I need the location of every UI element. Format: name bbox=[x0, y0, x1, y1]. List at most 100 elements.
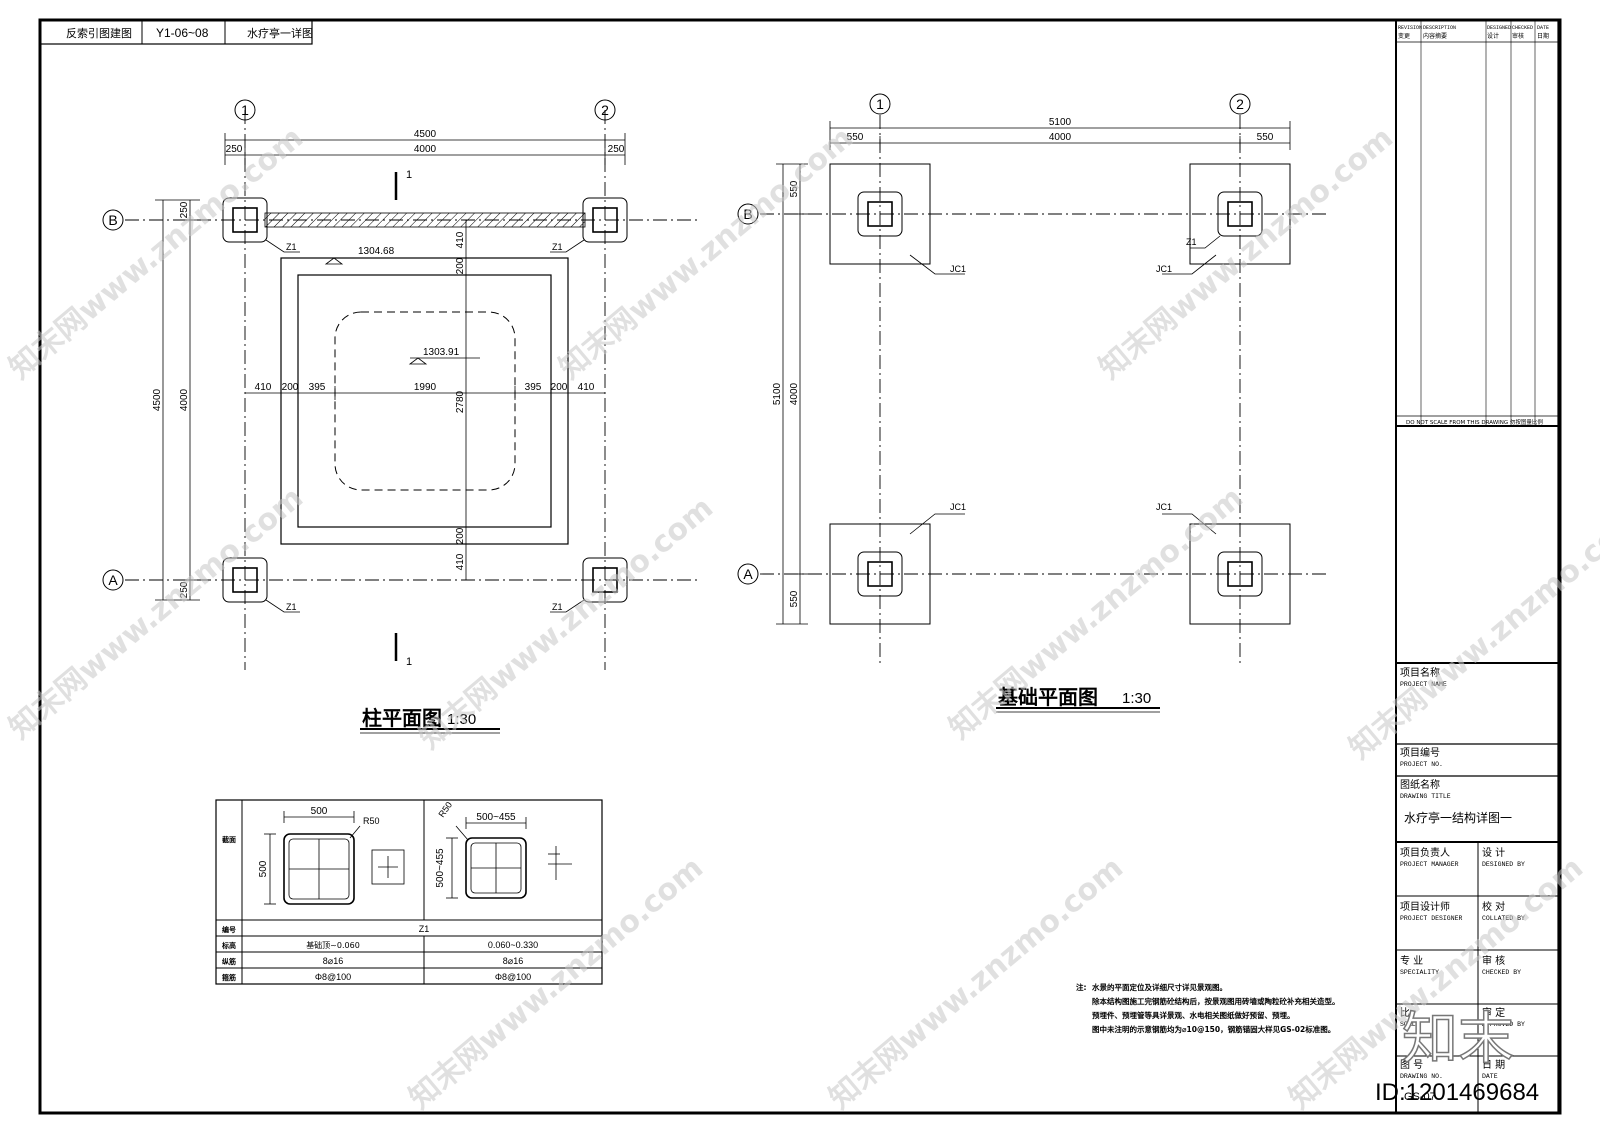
watermark-id: ID:1201469684 bbox=[1375, 1079, 1539, 1106]
watermark-text: 知末网www.znzmo.com bbox=[553, 120, 860, 386]
dim-250-left: 250 bbox=[226, 144, 243, 155]
tb-checked-cn: 审核 bbox=[1512, 32, 1524, 40]
dim-250-right: 250 bbox=[608, 144, 625, 155]
tag-z1-b2: Z1 bbox=[552, 242, 563, 252]
watermark-brand: 知末 ID:1201469684 bbox=[1375, 1006, 1539, 1106]
f-dim-v-550-bottom: 550 bbox=[789, 590, 800, 607]
foundation-plan-scale: 1:30 bbox=[1122, 690, 1151, 707]
tb-drawing-title-en: DRAWING TITLE bbox=[1400, 793, 1451, 800]
tb-scale-cn: 比 bbox=[1400, 1007, 1410, 1019]
footing-jc1-a2 bbox=[1189, 523, 1291, 625]
tb-checked-by-cn: 审 核 bbox=[1482, 954, 1505, 967]
note-line-1: 水景的平面定位及详细尺寸详见景观图。 bbox=[1092, 982, 1227, 992]
dim-v-250-top: 250 bbox=[179, 201, 190, 218]
table-row-elevation-label: 标高 bbox=[221, 941, 236, 950]
axis-label-1: 1 bbox=[241, 102, 249, 118]
axis-label-a: A bbox=[108, 572, 118, 588]
tb-pm-cn: 项目负责人 bbox=[1400, 846, 1450, 859]
f-axis-bubble-1 bbox=[869, 93, 891, 115]
watermark-text: 知末网www.znzmo.com bbox=[3, 480, 310, 746]
foundation-plan-title: 基础平面图 bbox=[998, 685, 1098, 709]
watermark-text: 知末网www.znzmo.com bbox=[3, 120, 310, 386]
tb-pd-en: PROJECT DESIGNER bbox=[1400, 915, 1463, 922]
tb-date2-en: DATE bbox=[1482, 1073, 1498, 1080]
table-row-stirrup-label: 箍筋 bbox=[222, 973, 236, 982]
tb-no-scale: DO NOT SCALE FROM THIS DRAWING 勿按图量比例 bbox=[1406, 418, 1543, 426]
foundation-plan bbox=[737, 93, 1330, 713]
f-dim-550-left: 550 bbox=[847, 132, 864, 143]
tb-pm-en: PROJECT MANAGER bbox=[1400, 861, 1459, 868]
column-z1-b1 bbox=[222, 197, 268, 243]
f-axis-bubble-b bbox=[737, 203, 759, 225]
tb-design-en: DESIGNED BY bbox=[1482, 861, 1525, 868]
axis-bubble-b bbox=[102, 209, 124, 231]
dim-v-2780: 2780 bbox=[455, 390, 466, 413]
column-schedule-labels: 截面 编号 标高 纵筋 箍筋 500 500 R50 500~455 500~4… bbox=[221, 800, 538, 982]
title-block-labels: REVISION 变更 DESCRIPTION 内容摘要 DESIGNED 设计… bbox=[1398, 25, 1549, 1103]
column-z1-a1 bbox=[222, 557, 268, 603]
table-elev-2: 0.060~0.330 bbox=[488, 940, 538, 950]
dim-h-410-left: 410 bbox=[255, 382, 272, 393]
tb-project-no-cn: 项目编号 bbox=[1400, 746, 1440, 759]
dim-v-250-bottom: 250 bbox=[179, 581, 190, 598]
tb-approved-en: APPROVED BY bbox=[1482, 1021, 1525, 1028]
f-axis-label-1: 1 bbox=[876, 96, 884, 112]
column-plan-title: 柱平面图 bbox=[362, 706, 442, 730]
footing-jc1-b1 bbox=[829, 163, 931, 265]
f-tag-jc1-b2: JC1 bbox=[1156, 264, 1172, 274]
axis-bubble-2 bbox=[594, 99, 616, 121]
tb-approved-cn: 审 定 bbox=[1482, 1006, 1505, 1019]
f-dim-v-5100: 5100 bbox=[772, 382, 783, 405]
tb-spec-cn: 专 业 bbox=[1400, 954, 1423, 967]
tag-z1-a1: Z1 bbox=[286, 602, 297, 612]
axis-label-2: 2 bbox=[601, 102, 609, 118]
column-plan-scale: 1:30 bbox=[447, 711, 476, 728]
tb-pd-cn: 项目设计师 bbox=[1400, 900, 1450, 913]
table-bar-1: 8⌀16 bbox=[323, 956, 343, 966]
sheet-border bbox=[38, 18, 1562, 1115]
section-mark-bottom: 1 bbox=[406, 656, 412, 668]
dim-v-410-top: 410 bbox=[455, 231, 466, 248]
dim-h-1990: 1990 bbox=[414, 382, 437, 393]
column-plan bbox=[102, 99, 700, 734]
tb-project-name-en: PROJECT NAME bbox=[1400, 681, 1447, 688]
sec2-width: 500~455 bbox=[476, 812, 516, 823]
sec1-radius: R50 bbox=[363, 816, 380, 826]
axis-bubble-a bbox=[102, 569, 124, 591]
note-line-2: 除本结构图施工完钢筋砼结构后，按景观图用砖墙或陶粒砼补充相关造型。 bbox=[1092, 996, 1340, 1006]
dim-h-200-right: 200 bbox=[551, 382, 568, 393]
f-dim-v-550-top: 550 bbox=[789, 180, 800, 197]
tb-drawing-no-cn: 图 号 bbox=[1400, 1059, 1423, 1071]
table-row-id-label: 编号 bbox=[222, 925, 236, 934]
f-tag-jc1-a1: JC1 bbox=[950, 502, 966, 512]
f-tag-z1: Z1 bbox=[1186, 237, 1197, 247]
table-stir-1: Φ8@100 bbox=[315, 972, 351, 982]
table-id-value: Z1 bbox=[419, 924, 430, 934]
column-z1-a2 bbox=[582, 557, 628, 603]
watermark-text: 知末网www.znzmo.com bbox=[1093, 120, 1400, 386]
dim-4000: 4000 bbox=[414, 144, 437, 155]
tb-date2-cn: 日 期 bbox=[1482, 1059, 1505, 1071]
f-axis-label-2: 2 bbox=[1236, 96, 1244, 112]
tag-z1-a2: Z1 bbox=[552, 602, 563, 612]
tb-drawing-no-en: DRAWING NO. bbox=[1400, 1073, 1443, 1080]
sec1-width: 500 bbox=[311, 806, 328, 817]
note-line-3: 预埋件、预埋管等具详景观、水电相关图纸做好预留、预埋。 bbox=[1092, 1010, 1295, 1020]
sec1-height: 500 bbox=[258, 860, 269, 877]
dim-h-395-left: 395 bbox=[309, 382, 326, 393]
foundation-plan-labels: 1 2 B A 5100 4000 550 550 5100 4000 550 … bbox=[743, 96, 1273, 709]
dim-v-410-bottom: 410 bbox=[455, 553, 466, 570]
sec2-height: 500~455 bbox=[435, 848, 446, 888]
header-ref-title: 水疗亭一详图 bbox=[247, 26, 313, 40]
f-axis-bubble-a bbox=[737, 563, 759, 585]
tb-rev-cn: 变更 bbox=[1398, 32, 1410, 40]
sec2-radius: R50 bbox=[436, 800, 454, 819]
tb-collated-en: COLLATED BY bbox=[1482, 915, 1525, 922]
dim-v-4000: 4000 bbox=[179, 388, 190, 411]
f-dim-550-right: 550 bbox=[1257, 132, 1274, 143]
elev-top: 1304.68 bbox=[358, 246, 395, 257]
tb-date-en: DATE bbox=[1537, 25, 1549, 31]
tb-checked-en: CHECKED bbox=[1512, 25, 1533, 31]
note-line-4: 图中未注明的示意钢筋均为⌀10@150，钢筋锚固大样见GS-02标准图。 bbox=[1092, 1024, 1335, 1034]
pool-inner-wall bbox=[297, 274, 552, 528]
